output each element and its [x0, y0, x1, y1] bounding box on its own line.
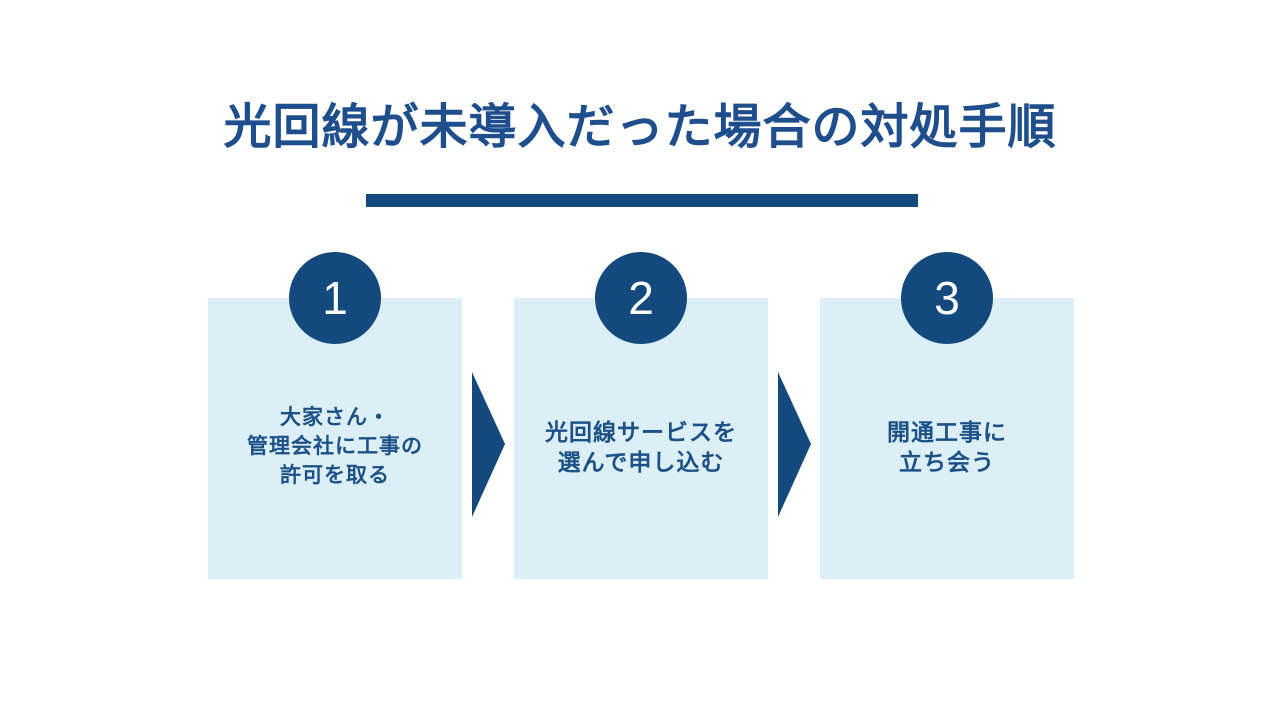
arrow-right-icon-1	[472, 372, 505, 517]
title-underline-bar	[366, 194, 918, 207]
step-label-2: 光回線サービスを 選んで申し込む	[545, 418, 737, 475]
arrow-right-icon-2	[778, 372, 811, 517]
step-number-badge-1: 1	[289, 252, 381, 344]
step-card-3: 3 開通工事に 立ち会う	[820, 252, 1074, 579]
step-number-badge-2: 2	[595, 252, 687, 344]
step-label-3: 開通工事に 立ち会う	[887, 418, 1007, 475]
page-title: 光回線が未導入だった場合の対処手順	[223, 101, 1057, 154]
step-number-badge-3: 3	[901, 252, 993, 344]
step-card-1: 1 大家さん・ 管理会社に工事の 許可を取る	[208, 252, 462, 579]
step-card-2: 2 光回線サービスを 選んで申し込む	[514, 252, 768, 579]
step-label-1: 大家さん・ 管理会社に工事の 許可を取る	[247, 406, 423, 487]
